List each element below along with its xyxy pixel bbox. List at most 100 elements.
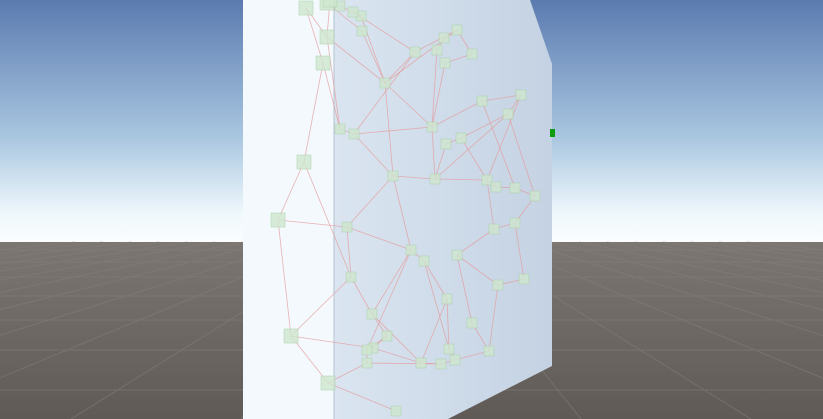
graph-node[interactable] (509, 217, 521, 229)
graph-node[interactable] (361, 344, 373, 356)
graph-node[interactable] (334, 123, 346, 135)
graph-edge (353, 51, 416, 135)
graph-node[interactable] (319, 29, 335, 45)
graph-node[interactable] (381, 330, 393, 342)
graph-edge (392, 175, 436, 180)
graph-node[interactable] (443, 343, 455, 355)
graph-node[interactable] (438, 32, 450, 44)
board-side-face (243, 0, 334, 419)
graph-node[interactable] (449, 354, 461, 366)
graph-edge (277, 219, 348, 228)
graph-node[interactable] (345, 271, 357, 283)
graph-node[interactable] (515, 89, 527, 101)
grid-line (494, 241, 823, 379)
graph-node[interactable] (490, 181, 502, 193)
graph-node[interactable] (466, 317, 478, 329)
graph-edge (434, 113, 509, 180)
graph-edge (290, 335, 329, 384)
graph-node[interactable] (366, 308, 378, 320)
graph-node[interactable] (347, 6, 359, 18)
graph-edge (305, 7, 324, 64)
graph-node[interactable] (361, 357, 373, 369)
graph-node[interactable] (451, 24, 463, 36)
graph-node[interactable] (466, 48, 478, 60)
graph-node[interactable] (320, 375, 336, 391)
graph-edge (327, 382, 397, 412)
grid-line (522, 241, 823, 337)
graph-edge (434, 178, 488, 181)
grid-line (0, 241, 272, 311)
graph-node[interactable] (356, 25, 368, 37)
graph-nodes (270, 0, 541, 417)
graph-node[interactable] (440, 138, 452, 150)
graph-edge (353, 126, 433, 135)
graph-edge (431, 49, 438, 128)
graph-edge (372, 347, 422, 364)
graph-node[interactable] (431, 44, 443, 56)
graph-edge (384, 82, 433, 128)
graph-edge (431, 100, 483, 128)
selection-marker[interactable] (550, 129, 555, 137)
graph-node[interactable] (296, 154, 312, 170)
graph-node[interactable] (390, 405, 402, 417)
graph-node[interactable] (476, 95, 488, 107)
graph-node[interactable] (488, 223, 500, 235)
graph-edge (507, 113, 536, 197)
graph-node[interactable] (435, 358, 447, 370)
graph-edge (303, 62, 324, 163)
grid-line (0, 241, 244, 293)
graph-edge (460, 113, 509, 139)
graph-node[interactable] (418, 255, 430, 267)
graph-node[interactable] (502, 108, 514, 120)
graph-node[interactable] (483, 345, 495, 357)
graph-node[interactable] (429, 173, 441, 185)
graph-node[interactable] (298, 0, 314, 16)
grid-line (606, 241, 823, 281)
graph-node[interactable] (451, 249, 463, 261)
graph-edge (322, 62, 341, 130)
graph-node[interactable] (405, 244, 417, 256)
graph-node[interactable] (529, 190, 541, 202)
graph-node[interactable] (409, 46, 421, 58)
graph-node[interactable] (283, 328, 299, 344)
graph-edge (460, 137, 488, 181)
graph-node[interactable] (439, 57, 451, 69)
graph-edge (290, 276, 352, 337)
graph-node[interactable] (387, 170, 399, 182)
graph-node[interactable] (415, 357, 427, 369)
graph-node[interactable] (518, 273, 530, 285)
graph-node[interactable] (509, 182, 521, 194)
graph-edge (456, 228, 495, 256)
graph-edge (350, 276, 373, 315)
graph-edge (481, 94, 522, 102)
graph-node[interactable] (441, 293, 453, 305)
graph-edge (277, 161, 305, 221)
graph-node[interactable] (341, 221, 353, 233)
graph-node[interactable] (455, 132, 467, 144)
graph-edge (486, 94, 522, 181)
graph-edge (303, 161, 352, 278)
graph-node[interactable] (315, 55, 331, 71)
graph-node[interactable] (481, 174, 493, 186)
graph-edge (431, 62, 446, 128)
grid-line (0, 241, 300, 336)
graph-node[interactable] (322, 0, 338, 8)
graph-node[interactable] (492, 279, 504, 291)
graph-edge (454, 350, 490, 361)
graph-edge (456, 254, 473, 324)
graph-node[interactable] (426, 121, 438, 133)
graph-edge (446, 298, 450, 350)
graph-node[interactable] (379, 77, 391, 89)
graph-edge (277, 219, 292, 337)
graph-node[interactable] (270, 212, 286, 228)
graph-edge (326, 36, 386, 84)
graph-edge (456, 254, 499, 286)
graph-node[interactable] (348, 128, 360, 140)
graph-edge (326, 36, 341, 130)
graph-edge (361, 30, 386, 84)
graph-edge (431, 126, 436, 180)
graph-edge (423, 260, 450, 350)
graph-edge (486, 179, 495, 230)
